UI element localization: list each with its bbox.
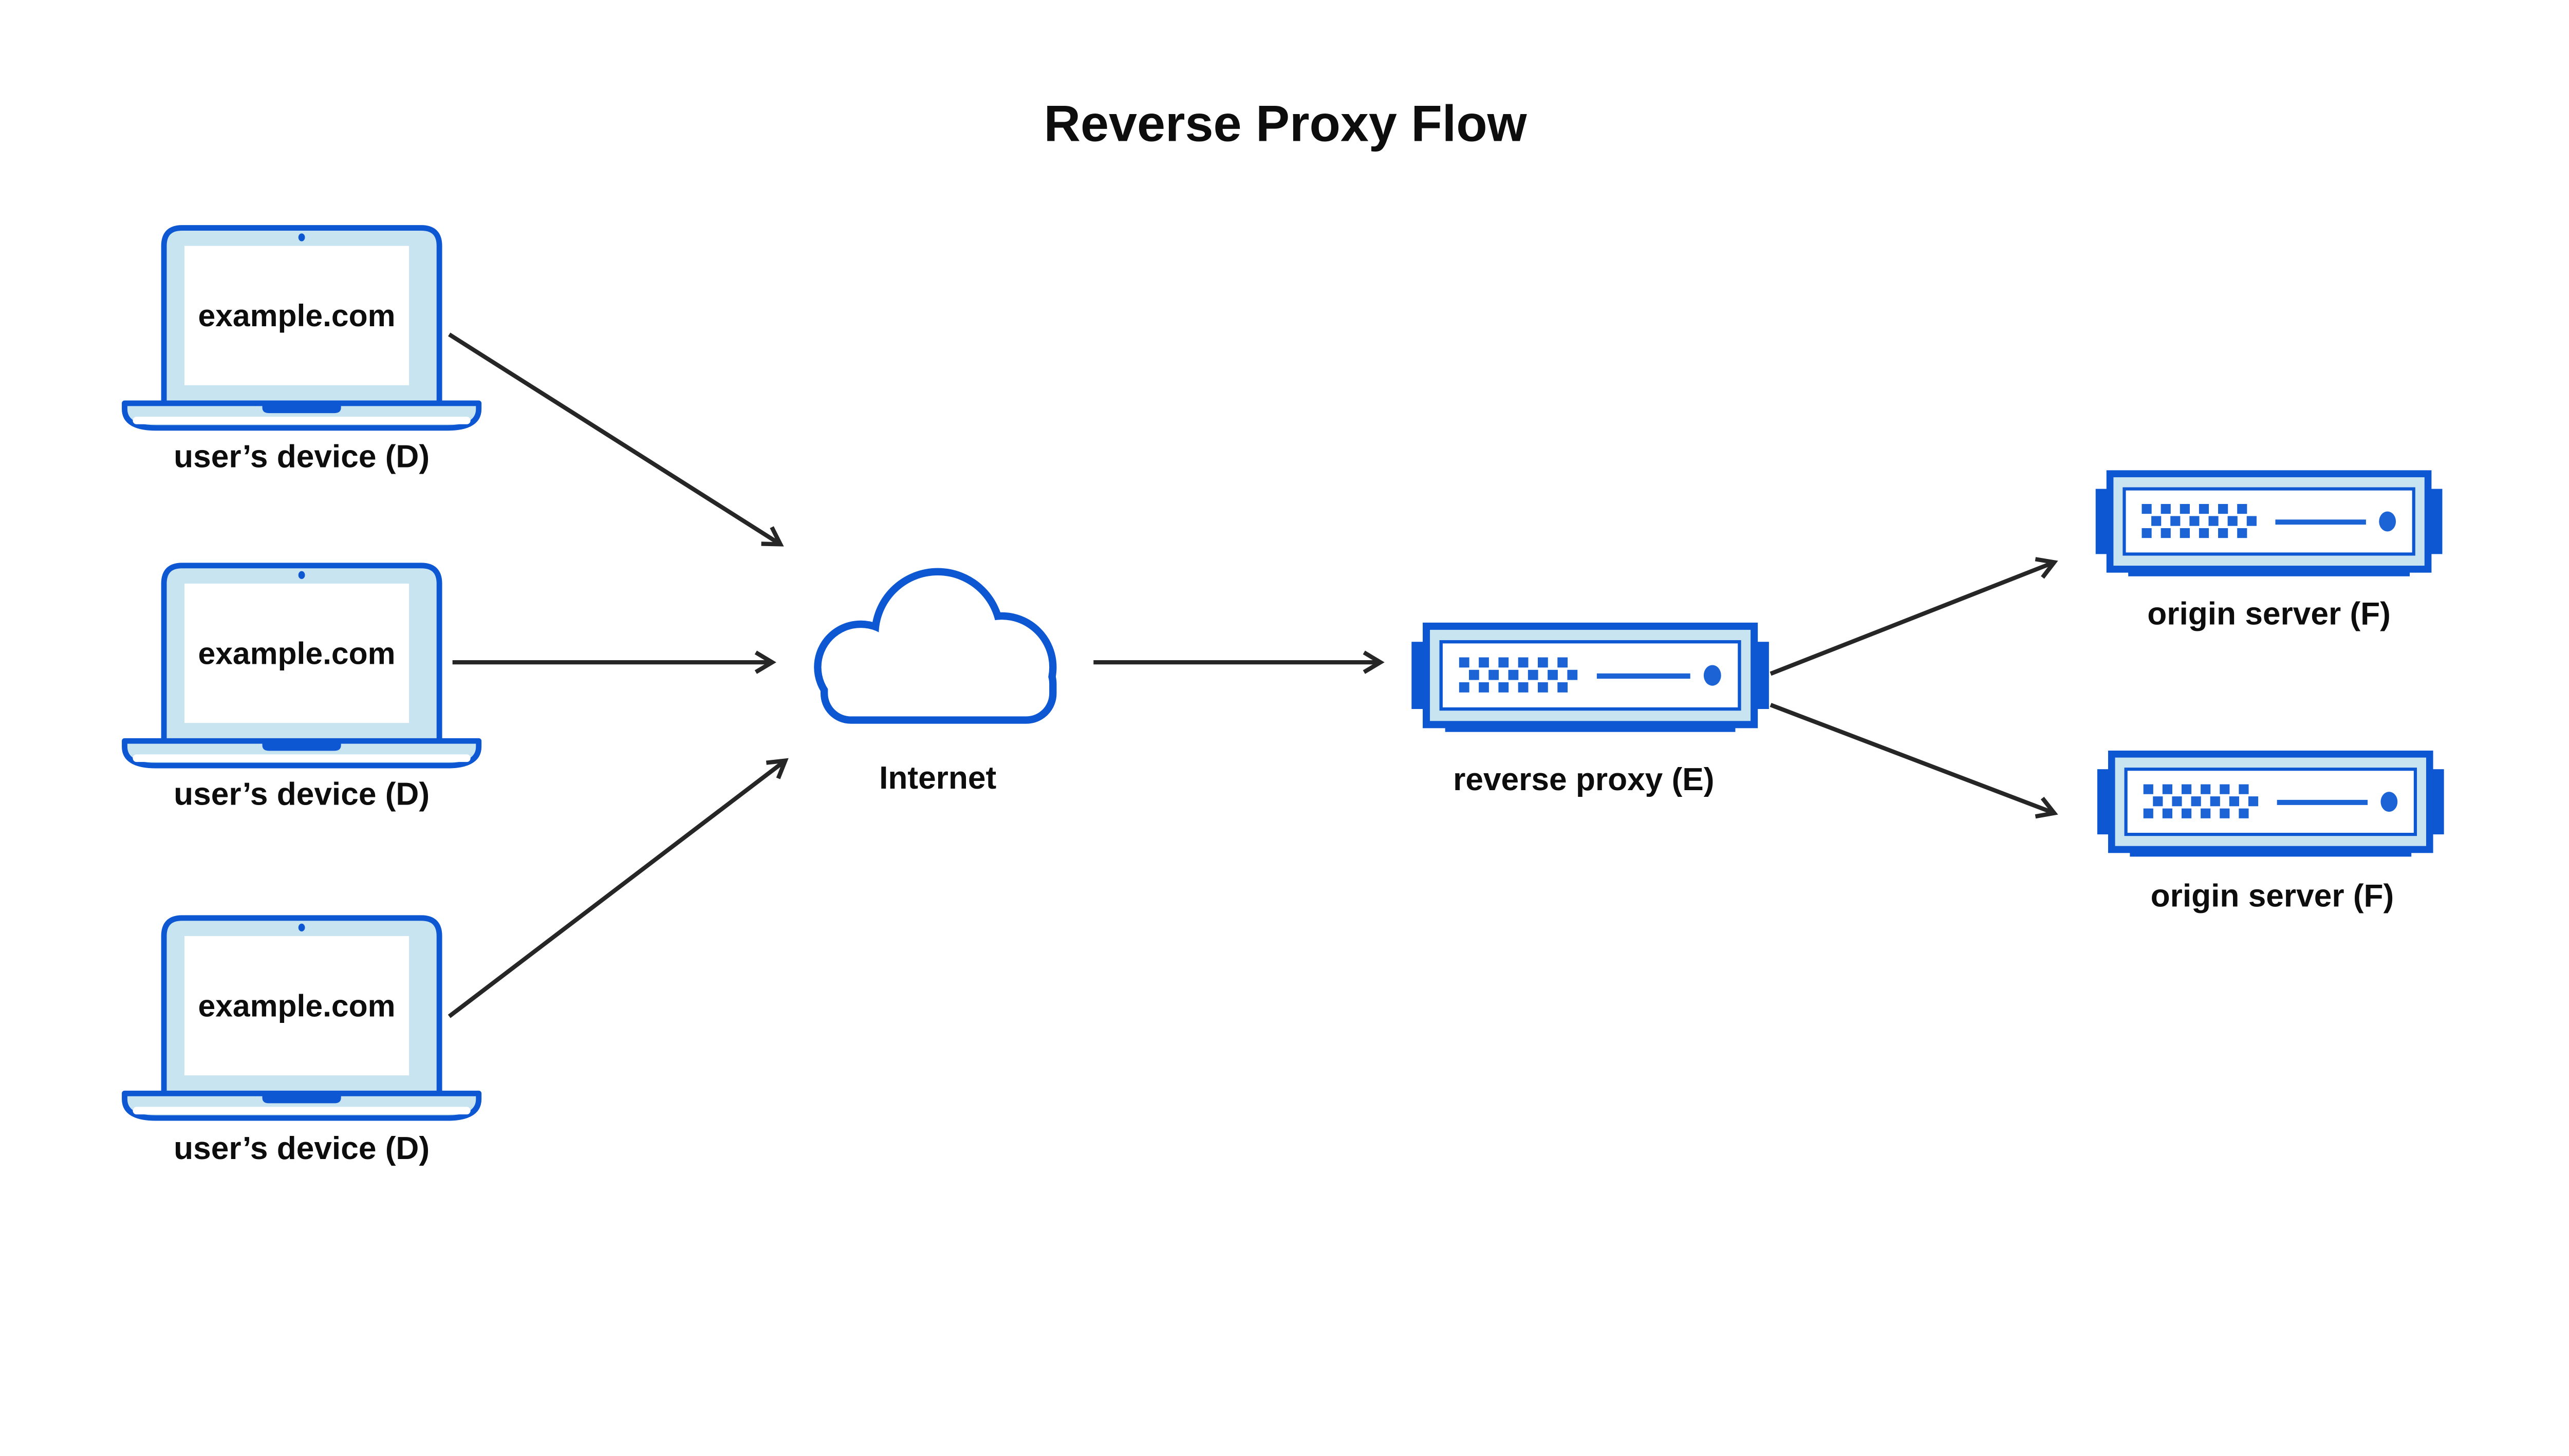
device-screen-text: example.com xyxy=(198,988,396,1023)
device-label: user’s device (D) xyxy=(174,777,430,812)
user-device-1: example.com user’s device (D) xyxy=(125,228,479,474)
arrow-proxy-to-origin2 xyxy=(1770,703,2058,819)
internet-node: Internet xyxy=(814,568,1057,796)
arrow-proxy-to-origin1 xyxy=(1770,557,2058,676)
device-label: user’s device (D) xyxy=(174,439,430,474)
origin-server-1: origin server (F) xyxy=(2096,474,2443,632)
arrow-device1-to-internet xyxy=(448,332,784,547)
reverse-proxy-node: reverse proxy (E) xyxy=(1411,626,1769,797)
internet-label: Internet xyxy=(879,760,996,796)
server-icon xyxy=(2097,754,2444,854)
device-screen-text: example.com xyxy=(198,636,396,670)
server-icon xyxy=(2096,474,2443,574)
reverse-proxy-label: reverse proxy (E) xyxy=(1453,762,1714,797)
origin-server-label: origin server (F) xyxy=(2147,596,2391,632)
device-label: user’s device (D) xyxy=(174,1131,430,1166)
reverse-proxy-flow-diagram: Reverse Proxy Flow example.com user’s de… xyxy=(0,95,2569,1166)
user-device-2: example.com user’s device (D) xyxy=(125,566,479,812)
diagram-title: Reverse Proxy Flow xyxy=(1044,95,1528,152)
diagram-canvas: Reverse Proxy Flow example.com user’s de… xyxy=(0,95,2569,1166)
user-device-3: example.com user’s device (D) xyxy=(125,918,479,1166)
origin-server-label: origin server (F) xyxy=(2151,879,2394,914)
device-screen-text: example.com xyxy=(198,298,396,333)
origin-server-2: origin server (F) xyxy=(2097,754,2444,914)
cloud-icon xyxy=(814,568,1057,724)
arrow-device3-to-internet xyxy=(448,758,789,1018)
server-icon xyxy=(1411,626,1769,730)
